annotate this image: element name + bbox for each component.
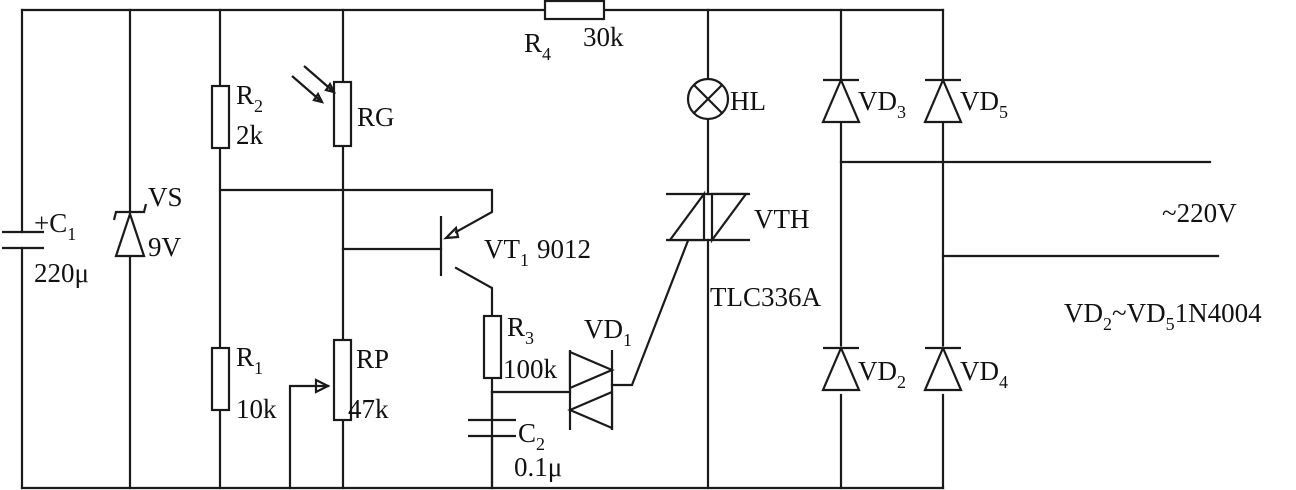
value-c1: 220μ — [34, 258, 89, 288]
diode-vd4 — [923, 345, 963, 392]
value-r3: 100k — [503, 354, 558, 384]
capacitor-c2 — [468, 390, 516, 490]
label-hl: HL — [730, 86, 766, 116]
label-vd1: VD1 — [584, 314, 632, 350]
label-r3: R3 — [507, 312, 534, 348]
diode-vd2 — [821, 345, 861, 392]
diode-vd5 — [923, 77, 963, 124]
label-rp: RP — [356, 344, 389, 374]
label-rg: RG — [357, 102, 395, 132]
label-c1: +C1 — [34, 208, 76, 244]
value-c2: 0.1μ — [514, 452, 562, 482]
value-vth: TLC336A — [710, 282, 821, 312]
triac-vth — [666, 190, 750, 244]
resistor-r3 — [482, 314, 503, 380]
label-r2: R2 — [236, 80, 263, 116]
potentiometer-rp — [314, 338, 353, 422]
label-vs: VS — [148, 182, 183, 212]
wires — [20, 8, 1220, 490]
diode-vd3 — [821, 77, 861, 124]
label-c2: C2 — [518, 418, 545, 454]
label-vth: VTH — [754, 204, 810, 234]
lamp-hl — [686, 77, 730, 121]
value-r1: 10k — [236, 394, 277, 424]
value-r4: 30k — [583, 22, 624, 52]
label-r1: R1 — [236, 342, 263, 378]
diac-vd1 — [567, 350, 615, 430]
photoresistor-rg — [291, 65, 353, 148]
label-ac-input: ~220V — [1162, 198, 1237, 228]
value-r2: 2k — [236, 120, 264, 150]
resistor-r4 — [543, 0, 606, 21]
capacitor-c1 — [2, 230, 44, 250]
label-vd3: VD3 — [858, 86, 906, 122]
zener-diode-vs — [112, 203, 148, 258]
value-vs: 9V — [148, 232, 182, 262]
value-rp: 47k — [348, 394, 389, 424]
label-vd2: VD2 — [858, 356, 906, 392]
label-bridge-note: VD2~VD51N4004 — [1064, 298, 1262, 334]
resistor-r1 — [210, 346, 231, 412]
resistor-r2 — [210, 84, 231, 150]
label-r4: R4 — [524, 28, 551, 64]
label-vd5: VD5 — [960, 86, 1008, 122]
label-vd4: VD4 — [960, 356, 1008, 392]
transistor-vt1 — [439, 216, 460, 276]
